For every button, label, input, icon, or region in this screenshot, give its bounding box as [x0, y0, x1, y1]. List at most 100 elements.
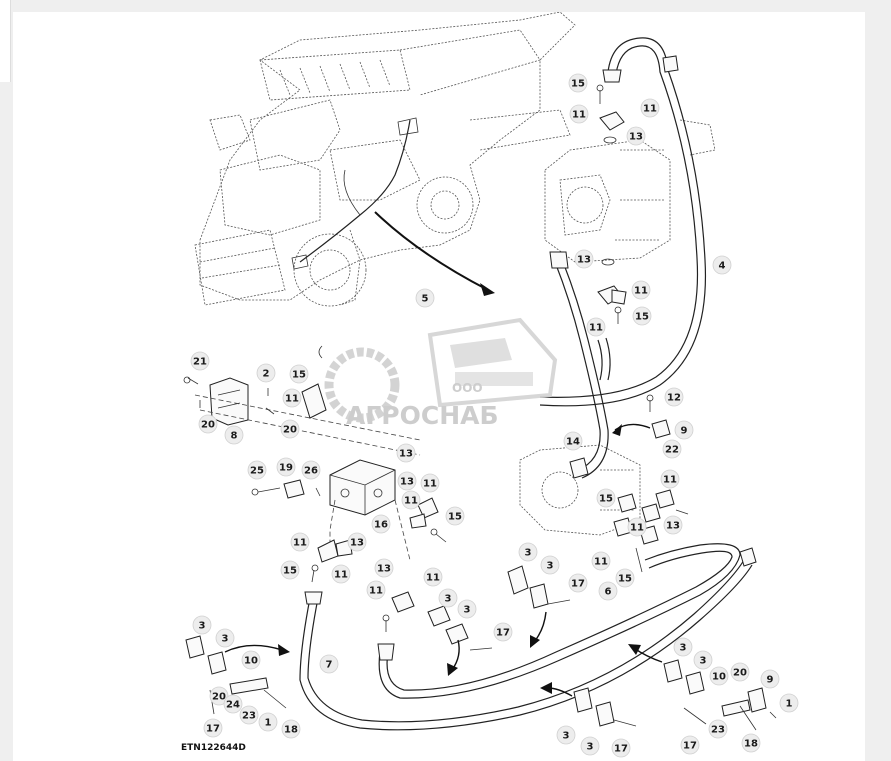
- harness-line: [299, 119, 411, 263]
- callout-label: 6: [605, 587, 612, 598]
- left-panel-edge: [0, 0, 11, 82]
- hose-14: [549, 251, 611, 479]
- callout-circle: [445, 506, 465, 526]
- callout-11: 11: [290, 532, 310, 552]
- callout-15: 15: [445, 506, 465, 526]
- callout-circle: [664, 387, 684, 407]
- exploded-parts-diagram: ООО АГРОСНАБ ETN122644D 1511111341311111…: [181, 12, 799, 758]
- callout-circle: [660, 469, 680, 489]
- callout-3: 3: [215, 628, 235, 648]
- callout-label: 13: [666, 521, 680, 532]
- callout-11: 11: [631, 280, 651, 300]
- callout-label: 17: [206, 724, 220, 735]
- callout-label: 13: [399, 449, 413, 460]
- callout-label: 11: [404, 496, 418, 507]
- callout-label: 1: [786, 699, 793, 710]
- callout-circle: [258, 712, 278, 732]
- callout-label: 3: [525, 548, 532, 559]
- callout-10: 10: [709, 666, 729, 686]
- callout-label: 11: [594, 557, 608, 568]
- callout-circle: [680, 735, 700, 755]
- hose-6: [377, 543, 757, 699]
- callout-17: 17: [680, 735, 700, 755]
- callout-15: 15: [615, 568, 635, 588]
- callout-circle: [215, 628, 235, 648]
- callout-23: 23: [239, 705, 259, 725]
- callout-label: 18: [284, 725, 298, 736]
- callout-circle: [673, 637, 693, 657]
- callout-label: 15: [292, 370, 306, 381]
- manifold-block-16: [329, 459, 396, 516]
- callout-circle: [586, 317, 606, 337]
- callout-20: 20: [280, 419, 300, 439]
- callout-label: 17: [683, 741, 697, 752]
- callout-label: 8: [231, 431, 238, 442]
- callout-circle: [568, 573, 588, 593]
- callout-label: 13: [400, 477, 414, 488]
- callout-17: 17: [203, 718, 223, 738]
- callout-17: 17: [611, 738, 631, 758]
- callout-24: 24: [223, 694, 243, 714]
- callout-21: 21: [190, 351, 210, 371]
- callout-20: 20: [730, 662, 750, 682]
- callout-circle: [396, 443, 416, 463]
- callout-label: 11: [285, 394, 299, 405]
- callout-3: 3: [540, 555, 560, 575]
- callout-circle: [663, 515, 683, 535]
- callout-circle: [708, 719, 728, 739]
- callout-label: 3: [680, 643, 687, 654]
- callout-13: 13: [374, 558, 394, 578]
- callout-15: 15: [632, 306, 652, 326]
- callout-3: 3: [192, 615, 212, 635]
- callout-label: 17: [614, 744, 628, 755]
- callout-label: 11: [634, 286, 648, 297]
- callout-circle: [709, 666, 729, 686]
- arrow-combine-to-detail: [374, 211, 489, 291]
- callout-circle: [280, 419, 300, 439]
- callout-13: 13: [663, 515, 683, 535]
- callout-11: 11: [591, 551, 611, 571]
- callout-circle: [209, 686, 229, 706]
- callout-13: 13: [396, 443, 416, 463]
- callout-circle: [627, 517, 647, 537]
- callout-label: 16: [374, 520, 388, 531]
- callout-15: 15: [289, 364, 309, 384]
- callout-label: 17: [571, 579, 585, 590]
- callout-label: 13: [629, 132, 643, 143]
- callout-14: 14: [563, 431, 583, 451]
- callout-label: 15: [599, 494, 613, 505]
- callout-20: 20: [209, 686, 229, 706]
- callout-3: 3: [673, 637, 693, 657]
- callout-label: 23: [711, 725, 725, 736]
- callout-label: 15: [448, 512, 462, 523]
- callout-23: 23: [708, 719, 728, 739]
- callout-label: 20: [283, 425, 297, 436]
- callout-label: 24: [226, 700, 240, 711]
- callout-label: 13: [377, 564, 391, 575]
- callout-label: 3: [700, 656, 707, 667]
- callout-circle: [632, 306, 652, 326]
- callout-circle: [366, 580, 386, 600]
- callout-label: 15: [283, 566, 297, 577]
- callout-4: 4: [712, 255, 732, 275]
- callout-8: 8: [224, 425, 244, 445]
- callout-circle: [556, 725, 576, 745]
- callout-label: 20: [733, 668, 747, 679]
- callout-1: 1: [258, 712, 278, 732]
- callout-circle: [674, 420, 694, 440]
- callout-label: 11: [572, 110, 586, 121]
- callout-circle: [281, 719, 301, 739]
- callout-circle: [580, 736, 600, 756]
- callout-label: 11: [423, 479, 437, 490]
- callout-circle: [290, 532, 310, 552]
- callout-10: 10: [241, 650, 261, 670]
- callout-label: 10: [244, 656, 258, 667]
- callout-circle: [438, 588, 458, 608]
- callout-label: 9: [767, 675, 774, 686]
- callout-circle: [397, 471, 417, 491]
- callout-label: 9: [681, 426, 688, 437]
- callout-13: 13: [626, 126, 646, 146]
- callout-26: 26: [301, 460, 321, 480]
- callout-3: 3: [457, 599, 477, 619]
